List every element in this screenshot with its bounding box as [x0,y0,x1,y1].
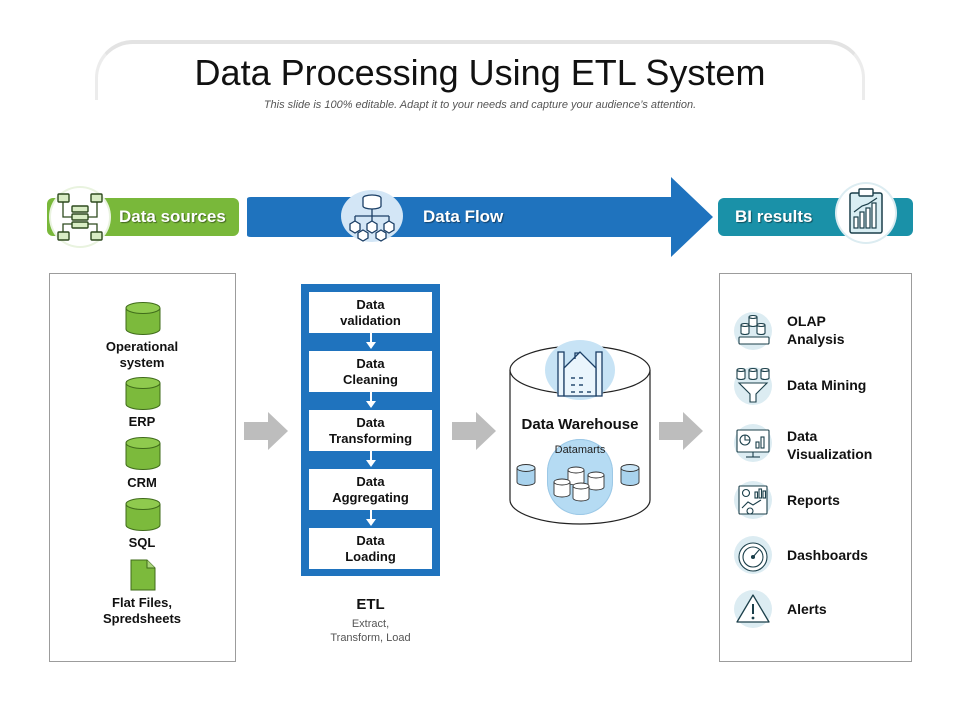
hierarchy-database-icon [349,194,395,242]
data-mining-icon [733,366,773,406]
warehouse-title: Data Warehouse [521,416,639,433]
warehouse-icon-circle [545,340,615,400]
data-flow-label: Data Flow [423,207,504,226]
source-label-flat-files: Flat Files,Spredsheets [102,595,182,626]
arrow-warehouse-to-bi [659,412,703,450]
etl-label: ETL [356,596,385,613]
bi-label-reports: Reports [787,492,840,508]
data-flow-icon-circle [341,190,403,242]
data-visualization-icon [733,423,773,463]
data-sources-icon [57,193,103,241]
page-title: Data Processing Using ETL System [194,52,766,93]
source-label-sql: SQL [128,535,156,550]
data-sources-icon-circle [51,188,109,246]
warehouse-building-icon [557,351,603,397]
olap-icon [733,311,773,351]
operational-system-cylinder-icon [125,302,161,335]
datamart-cylinders [516,464,640,502]
datamarts-label: Datamarts [554,444,606,456]
etl-step-connectors [366,332,376,526]
bi-label-dashboards: Dashboards [787,547,868,563]
clipboard-chart-icon [849,188,883,234]
bi-label-alerts: Alerts [787,601,827,617]
data-sources-label: Data sources [119,207,226,226]
sql-cylinder-icon [125,498,161,531]
page-subtitle: This slide is 100% editable. Adapt it to… [263,99,697,111]
bi-label-data-mining: Data Mining [787,377,867,393]
alert-triangle-icon [733,589,773,629]
arrow-sources-to-etl [244,412,288,450]
flat-file-icon [130,559,156,591]
source-label-crm: CRM [127,475,157,490]
etl-caption: Extract,Transform, Load [330,618,411,644]
bi-results-label: BI results [735,207,813,226]
arrow-etl-to-warehouse [452,412,496,450]
bi-results-icon-circle [837,184,895,242]
reports-icon [733,480,773,520]
crm-cylinder-icon [125,437,161,470]
erp-cylinder-icon [125,377,161,410]
source-label-erp: ERP [128,414,156,429]
title-arc-decoration [95,40,865,100]
dashboard-gauge-icon [733,535,773,575]
